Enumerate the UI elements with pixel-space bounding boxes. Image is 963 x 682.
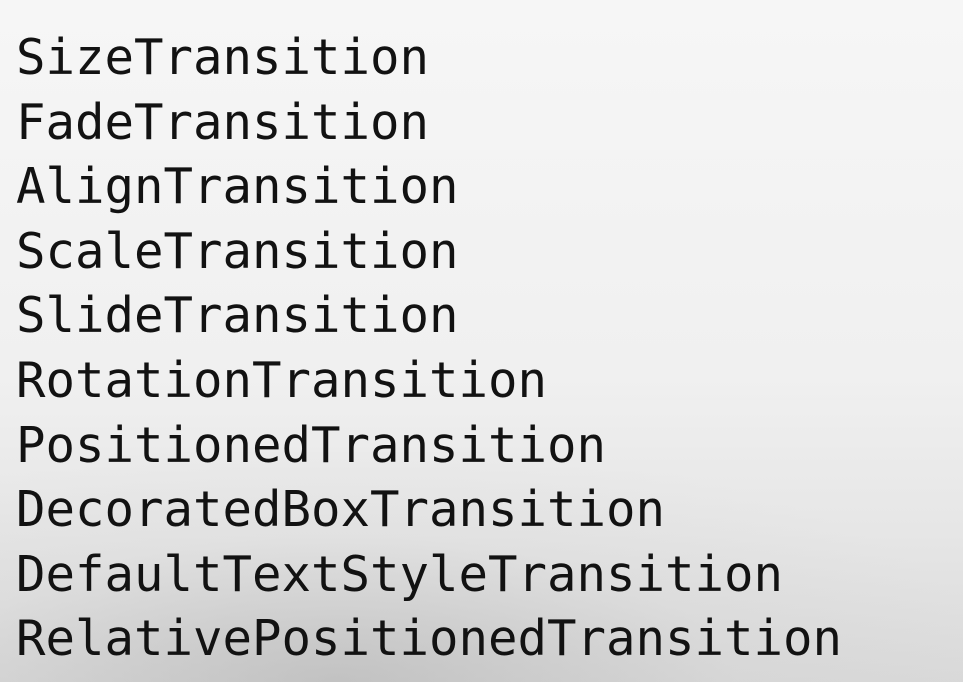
list-item: FadeTransition	[16, 93, 430, 151]
list-item: SlideTransition	[16, 287, 459, 345]
transition-list: SizeTransition FadeTransition AlignTrans…	[16, 26, 842, 672]
list-item: RelativePositionedTransition	[16, 610, 843, 668]
list-item: SizeTransition	[16, 29, 430, 86]
list-item: PositionedTransition	[16, 416, 607, 474]
list-item: DefaultTextStyleTransition	[16, 545, 784, 603]
list-item: RotationTransition	[16, 351, 548, 409]
list-item: AlignTransition	[16, 158, 459, 216]
list-item: ScaleTransition	[16, 222, 459, 280]
list-item: DecoratedBoxTransition	[16, 481, 666, 539]
